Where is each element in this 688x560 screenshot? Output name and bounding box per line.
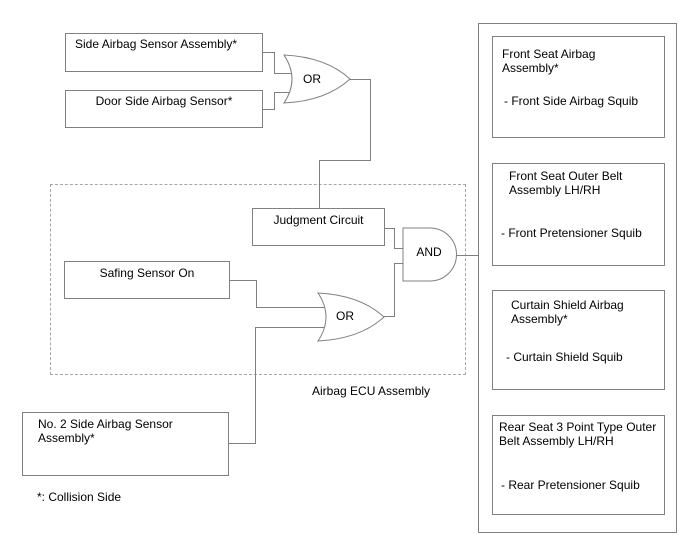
box-front-seat-airbag-assembly: Front Seat Airbag Assembly* - Front Side… (492, 36, 665, 138)
box-door-side-airbag-sensor: Door Side Airbag Sensor* (65, 90, 263, 128)
box-front-seat-outer-belt-assembly: Front Seat Outer Belt Assembly LH/RH - F… (492, 163, 665, 266)
connector-safing-to-or2 (226, 280, 328, 308)
and-gate (402, 227, 457, 282)
output-title-line1: Front Seat Outer Belt (509, 169, 623, 183)
or-gate-bottom-label: OR (336, 309, 354, 323)
no2-side-airbag-sensor-label-line2: Assembly* (38, 431, 95, 445)
output-title-line2: Assembly* (511, 312, 568, 326)
front-side-airbag-squib-label: - Front Side Airbag Squib (504, 94, 639, 108)
connector-no2-sensor-to-or2 (225, 327, 327, 444)
front-pretensioner-squib-label: - Front Pretensioner Squib (501, 226, 642, 240)
curtain-shield-squib-label: - Curtain Shield Squib (506, 350, 623, 364)
connector-or1-to-judgment (319, 79, 371, 212)
output-title-line2: Assembly LH/RH (509, 183, 601, 197)
connector-side-airbag-to-or1 (258, 52, 293, 74)
safing-sensor-label: Safing Sensor On (99, 266, 195, 280)
connector-or2-to-and (382, 263, 406, 317)
box-side-airbag-sensor: Side Airbag Sensor Assembly* (65, 33, 263, 72)
box-safing-sensor: Safing Sensor On (64, 261, 230, 299)
output-title-line2: Belt Assembly LH/RH (499, 434, 614, 448)
output-title: Front Seat Airbag Assembly* (502, 47, 595, 75)
door-side-airbag-sensor-label: Door Side Airbag Sensor* (95, 94, 233, 108)
output-title-line1: Curtain Shield Airbag (511, 298, 624, 312)
output-title: Curtain Shield Airbag Assembly* (511, 298, 624, 326)
ecu-assembly-caption: Airbag ECU Assembly (312, 384, 431, 398)
or-gate-top-label: OR (303, 72, 321, 86)
or-gate-top (283, 54, 351, 104)
box-no2-side-airbag-sensor: No. 2 Side Airbag Sensor Assembly* (22, 412, 229, 476)
collision-side-footnote: *: Collision Side (37, 490, 122, 504)
and-gate-label: AND (416, 245, 442, 259)
box-judgment-circuit: Judgment Circuit (252, 208, 385, 246)
output-title: Rear Seat 3 Point Type Outer Belt Assemb… (499, 420, 656, 448)
rear-pretensioner-squib-label: - Rear Pretensioner Squib (501, 478, 640, 492)
connector-judgment-to-and (381, 228, 406, 249)
no2-side-airbag-sensor-label-line1: No. 2 Side Airbag Sensor (38, 417, 173, 431)
side-airbag-sensor-label: Side Airbag Sensor Assembly* (75, 37, 238, 51)
output-title-line1: Front Seat Airbag (502, 47, 596, 61)
output-title: Front Seat Outer Belt Assembly LH/RH (509, 169, 622, 197)
output-title-line1: Rear Seat 3 Point Type Outer (499, 420, 657, 434)
box-curtain-shield-airbag-assembly: Curtain Shield Airbag Assembly* - Curtai… (492, 290, 665, 390)
output-title-line2: Assembly* (502, 61, 559, 75)
connector-door-side-to-or1 (258, 92, 293, 110)
box-rear-seat-outer-belt-assembly: Rear Seat 3 Point Type Outer Belt Assemb… (492, 415, 665, 515)
ecu-dashed-boundary (50, 184, 466, 375)
judgment-circuit-label: Judgment Circuit (273, 213, 364, 227)
or-gate-bottom (317, 292, 385, 342)
